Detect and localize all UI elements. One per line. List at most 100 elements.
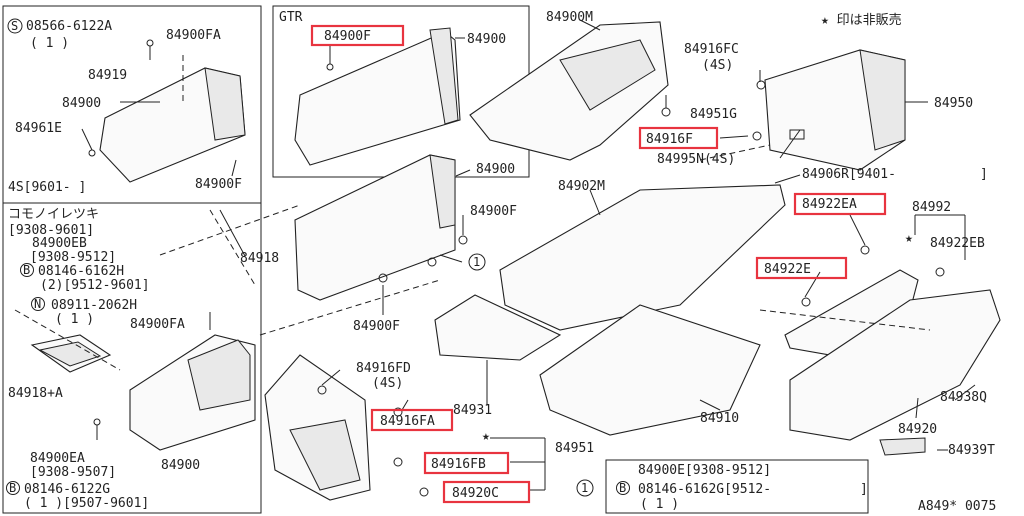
komono-period: [9308-9601] (8, 223, 94, 238)
label-84938Q: 84938Q (940, 390, 987, 405)
label-84950: 84950 (934, 96, 973, 111)
bolt-b-symbol (20, 263, 34, 277)
inset-4s-title: 4S[9601- ] (8, 180, 86, 195)
inset-4s: S 08566-6122A ( 1 ) 84900FA 84919 84900 … (2, 5, 262, 204)
label-84900EB: 84900EB (32, 236, 87, 251)
label-84900EA: 84900EA (30, 451, 85, 466)
label-84922E: 84922E (764, 262, 811, 277)
label-84900FA-a: 84900FA (166, 28, 221, 43)
label-84918: 84918 (240, 251, 279, 266)
label-84902M: 84902M (558, 179, 605, 194)
highlight-84920C (442, 480, 531, 504)
label-84906R-end: ] (980, 167, 988, 182)
highlight-84922E (755, 256, 848, 280)
nut-n-code: N (34, 297, 41, 311)
trunk-floor-mat (499, 184, 786, 331)
inset-komono-frame (2, 202, 262, 514)
label-4S-b: (4S) (372, 376, 403, 391)
label-84900-gtr: 84900 (467, 32, 506, 47)
label-84916FC: 84916FC (684, 42, 739, 57)
label-84916FB: 84916FB (431, 457, 486, 472)
bolt-b2-part: 08146-6122G (24, 482, 110, 497)
screw-s-code: S (11, 19, 18, 33)
label-84951G: 84951G (690, 107, 737, 122)
main-labels: 84900M ★ 印は非販売 84916FC (4S) 84950 84951G… (240, 10, 995, 504)
highlight-84922EA (793, 192, 887, 216)
clip-84939T (879, 437, 926, 456)
trunk-lid-liner-recess (559, 39, 656, 111)
legend-frame (605, 459, 869, 514)
inset-gtr: GTR 84900F 84900 (272, 5, 530, 178)
komono-title: コモノイレツキ (8, 207, 99, 222)
legend-b-symbol (616, 481, 630, 495)
label-84931: 84931 (453, 403, 492, 418)
label-84900F-low: 84900F (353, 319, 400, 334)
label-4S-a: (4S) (702, 58, 733, 73)
label-84900-b: 84900 (161, 458, 200, 473)
legend-line3: ( 1 ) (640, 497, 679, 512)
bolt-b-code: B (23, 263, 30, 277)
label-84919: 84919 (88, 68, 127, 83)
side-trim-84951-recess (289, 419, 361, 491)
label-84900EA-period: [9308-9507] (30, 465, 116, 480)
legend-ref-circle (576, 479, 594, 497)
label-84900FA-b: 84900FA (130, 317, 185, 332)
label-84918A: 84918+A (8, 386, 63, 401)
label-84992: 84992 (912, 200, 951, 215)
highlight-84916F (638, 126, 719, 150)
note-not-for-sale: ★ 印は非販売 (821, 12, 902, 28)
bolt-b2-qty: ( 1 )[9507-9601] (24, 496, 149, 511)
figure-reference: A849* 0075 (918, 499, 996, 514)
floor-board-84931 (434, 294, 562, 361)
ref-circle-1-main (468, 253, 486, 271)
legend-ref-number: 1 (581, 481, 588, 495)
label-84995N: 84995N(4S) (657, 152, 735, 167)
legend-line1: 84900E[9308-9512] (638, 463, 771, 478)
label-84900-mid: 84900 (476, 162, 515, 177)
side-trim-84950-side (859, 49, 906, 151)
ref-circle-1-main-text: 1 (473, 255, 480, 269)
highlight-84916FA (370, 408, 454, 432)
legend-b-code: B (619, 481, 626, 495)
label-84900F-gtr: 84900F (324, 29, 371, 44)
star-84951: ★ (482, 429, 490, 444)
label-84939T: 84939T (948, 443, 995, 458)
nut-n-qty: ( 1 ) (55, 312, 94, 327)
main-drawing (159, 19, 1001, 501)
storage-box (187, 339, 251, 411)
trim-panel-gtr-end (429, 27, 459, 125)
legend-line2-end: ] (860, 482, 868, 497)
nut-n-symbol (31, 297, 45, 311)
trim-panel-4s-side (204, 67, 246, 141)
label-84900F-a: 84900F (195, 177, 242, 192)
bolt-b-qty: (2)[9512-9601] (40, 278, 150, 293)
inset-gtr-title: GTR (279, 10, 303, 25)
bolt-b-part: 08146-6162H (38, 264, 124, 279)
label-84922EA: 84922EA (802, 197, 857, 212)
highlight-84916FB (423, 451, 510, 475)
label-84951: 84951 (555, 441, 594, 456)
label-84920C: 84920C (452, 486, 499, 501)
tray-84918A-inner (38, 341, 102, 367)
bolt-b2-code: B (9, 481, 16, 495)
screw-s-qty: ( 1 ) (30, 36, 69, 51)
label-84916FA: 84916FA (380, 414, 435, 429)
label-84916FD: 84916FD (356, 361, 411, 376)
label-84961E: 84961E (15, 121, 62, 136)
label-84900F-mid: 84900F (470, 204, 517, 219)
label-84900-a: 84900 (62, 96, 101, 111)
label-84906R: 84906R[9401- (802, 167, 896, 182)
label-84900M: 84900M (546, 10, 593, 25)
bolt-b2-symbol (6, 481, 20, 495)
side-panel-84900-end (429, 154, 456, 229)
label-84920: 84920 (898, 422, 937, 437)
legend-box: 1 84900E[9308-9512] B 08146-6162G[9512- … (576, 459, 869, 514)
label-84900EB-period: [9308-9512] (30, 250, 116, 265)
star-84992: ★ (905, 231, 913, 246)
nut-n-part: 08911-2062H (51, 298, 137, 313)
side-trim-84920 (789, 289, 1001, 441)
highlight-84900F-gtr (310, 24, 405, 47)
screw-s-part: 08566-6122A (26, 19, 112, 34)
label-84922EB: 84922EB (930, 236, 985, 251)
